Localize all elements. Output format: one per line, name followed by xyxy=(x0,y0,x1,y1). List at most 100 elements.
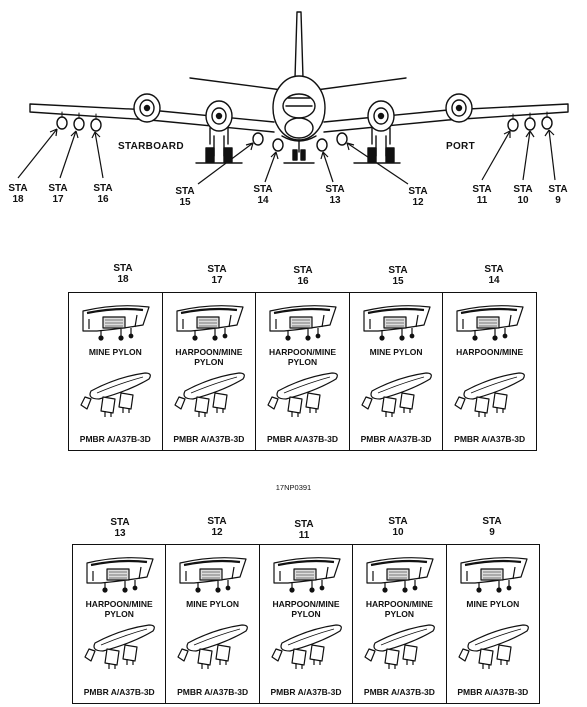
horizontal-stabilizer xyxy=(189,77,407,91)
pylon-drawing xyxy=(82,305,150,341)
bomb-rack-drawing xyxy=(271,624,342,669)
pylon-label-line: HARPOON/MINE xyxy=(85,599,153,609)
bomb-rack-drawing xyxy=(177,624,249,669)
station-cell-15: MINE PYLON PMBR A/A37B-3D xyxy=(350,293,444,450)
rack-label: PMBR A/A37B-3D xyxy=(457,687,529,697)
pylon-label-line: HARPOON/MINE xyxy=(175,347,243,357)
pylon-label-line: PYLON xyxy=(104,608,134,619)
pylon-label-line: HARPOON/MINE xyxy=(268,347,337,357)
bomb-rack-drawing xyxy=(267,372,339,417)
pylon-drawing xyxy=(460,557,528,593)
rack-label: PMBR A/A37B-3D xyxy=(177,687,249,697)
pylon-label-line: PYLON xyxy=(194,356,224,367)
pylon-label: MINE PYLON xyxy=(350,347,443,358)
bomb-rack-drawing xyxy=(84,624,155,669)
pylon-drawing xyxy=(366,557,434,593)
bomb-rack-drawing xyxy=(361,372,432,417)
pylon-label-line: PYLON xyxy=(291,608,321,619)
pylon-label: MINE PYLON xyxy=(447,599,539,610)
station-cell-9: MINE PYLON PMBR A/A37B-3D xyxy=(447,545,539,703)
pylon-drawing xyxy=(363,305,431,341)
bomb-rack-drawing xyxy=(173,372,245,417)
pylon-label: MINE PYLON xyxy=(166,599,258,610)
starboard-wing xyxy=(29,103,275,133)
rack-label: PMBR A/A37B-3D xyxy=(360,434,432,444)
main-gear-starboard xyxy=(195,135,243,164)
pylon-label-line: HARPOON/MINE xyxy=(456,347,524,357)
engine-outboard-starboard xyxy=(133,93,161,123)
rack-label: PMBR A/A37B-3D xyxy=(173,434,245,444)
rack-label: PMBR A/A37B-3D xyxy=(79,434,151,444)
rack-label: PMBR A/A37B-3D xyxy=(454,434,526,444)
pylon-label-line: MINE PYLON xyxy=(369,347,423,357)
fuselage xyxy=(272,75,326,141)
station-cell-14: HARPOON/MINE PMBR A/A37B-3D xyxy=(443,293,536,450)
rack-label: PMBR A/A37B-3D xyxy=(83,687,155,697)
station-table-top: MINE PYLON PMBR A/A37B-3D xyxy=(68,292,537,451)
pylon-drawing xyxy=(273,557,341,593)
pylon-label-line: PYLON xyxy=(384,608,415,619)
pylon-label-line: HARPOON/MINE xyxy=(365,599,433,609)
port-label: PORT xyxy=(446,141,475,152)
vertical-tail xyxy=(294,11,304,79)
figure-id: 17NP0391 xyxy=(275,483,312,492)
rack-label: PMBR A/A37B-3D xyxy=(266,434,338,444)
station-cell-12: MINE PYLON PMBR A/A37B-3D xyxy=(166,545,260,703)
pylon-label: HARPOON/MINE xyxy=(443,347,536,358)
pylon-label: MINE PYLON xyxy=(69,347,162,358)
pylon-label-line: MINE PYLON xyxy=(466,599,520,609)
station-leader-lines xyxy=(17,128,556,185)
bomb-rack-drawing xyxy=(364,624,436,669)
radome xyxy=(284,117,314,139)
pylon-label-line: MINE PYLON xyxy=(88,347,142,357)
pylon-label-line: PYLON xyxy=(287,356,318,367)
engine-outboard-port xyxy=(445,93,473,123)
station-cell-18: MINE PYLON PMBR A/A37B-3D xyxy=(69,293,163,450)
rack-label: PMBR A/A37B-3D xyxy=(363,687,435,697)
pylon-label-line: MINE PYLON xyxy=(186,599,240,609)
engine-inboard-port xyxy=(367,100,395,145)
aircraft-front-view xyxy=(17,11,569,185)
pylon-drawing xyxy=(86,557,154,593)
engine-inboard-starboard xyxy=(205,100,233,145)
pylon-drawing xyxy=(269,305,337,341)
pylon-drawing xyxy=(175,305,244,341)
pylon-drawing xyxy=(179,557,248,593)
rack-label: PMBR A/A37B-3D xyxy=(270,687,342,697)
port-wing xyxy=(323,103,569,133)
pylon-label-line: HARPOON/MINE xyxy=(272,599,340,609)
pod-pylons xyxy=(61,111,548,120)
main-gear-port xyxy=(353,135,401,164)
bomb-rack-drawing xyxy=(454,372,526,417)
